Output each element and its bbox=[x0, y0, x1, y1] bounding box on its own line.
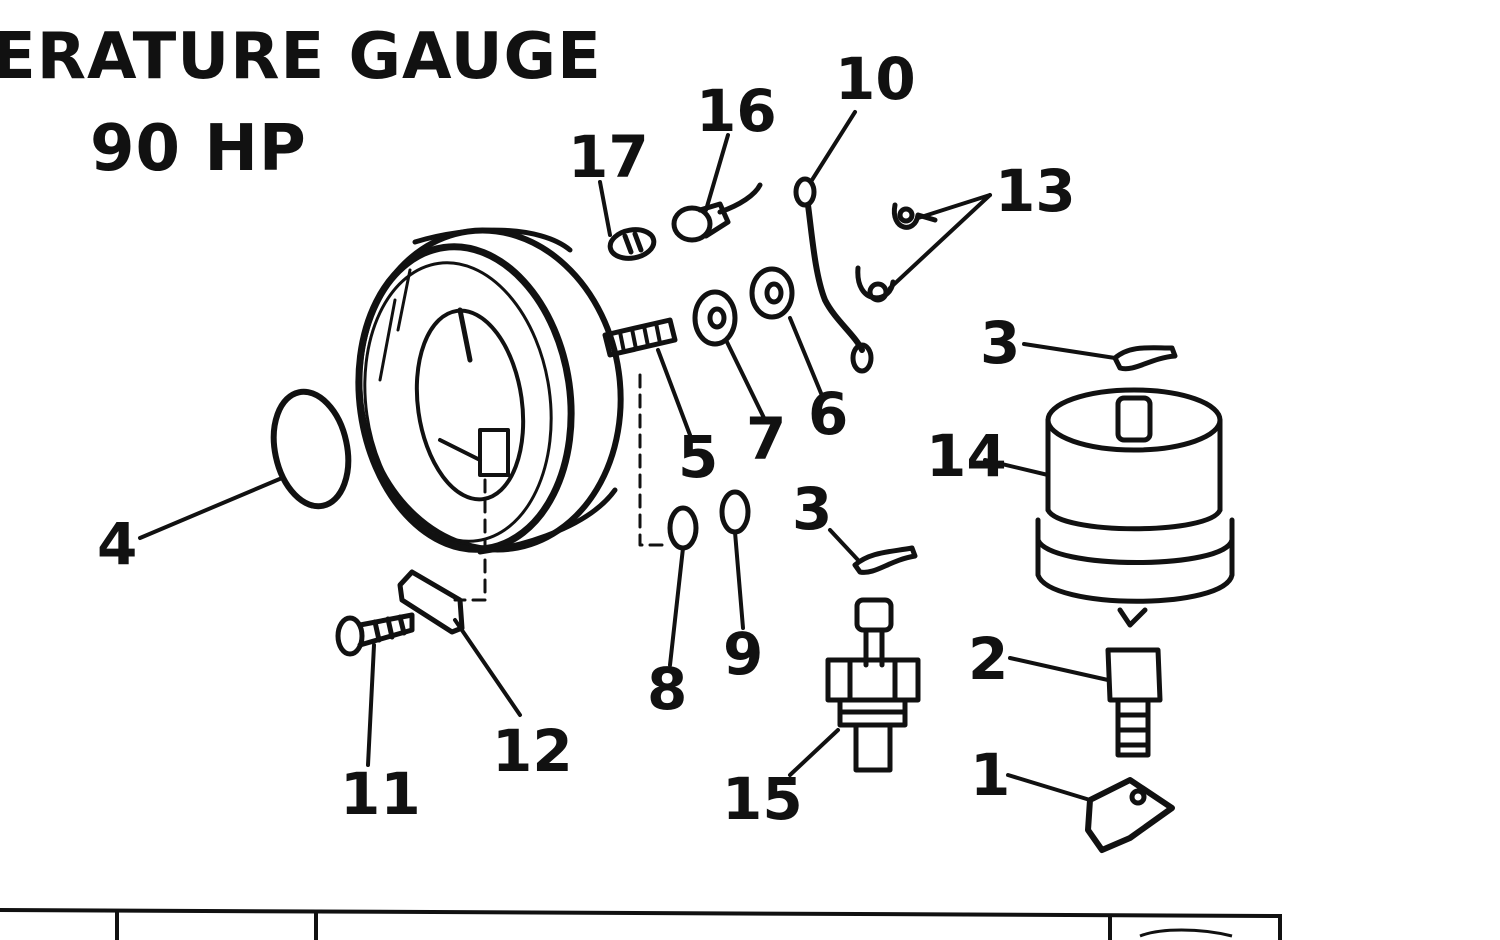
callout-11: 11 bbox=[340, 760, 421, 828]
gauge-body bbox=[355, 227, 667, 602]
callout-5: 5 bbox=[678, 423, 719, 491]
callout-6: 6 bbox=[808, 380, 849, 448]
callout-1: 1 bbox=[970, 741, 1011, 809]
lead-wire-part-10 bbox=[793, 176, 874, 374]
title-line-1: ERATURE GAUGE bbox=[0, 20, 602, 94]
callout-16: 16 bbox=[696, 77, 777, 145]
parts-table-header-strip bbox=[0, 908, 1283, 940]
callout-3-upper: 3 bbox=[980, 309, 1021, 377]
clamp-part-1 bbox=[1085, 777, 1175, 853]
terminal-part-3-lower bbox=[852, 545, 918, 575]
sender-part-14 bbox=[1035, 387, 1235, 628]
callout-4: 4 bbox=[97, 510, 138, 578]
leader-lines bbox=[138, 110, 1117, 802]
callout-13: 13 bbox=[995, 157, 1076, 225]
terminals-part-13 bbox=[855, 202, 938, 303]
screw-part-11 bbox=[335, 612, 415, 657]
stud-part-5 bbox=[602, 317, 678, 358]
callout-15: 15 bbox=[722, 765, 803, 833]
terminal-part-3-upper bbox=[1112, 345, 1178, 372]
ring-part-4 bbox=[270, 388, 352, 510]
callout-14: 14 bbox=[926, 422, 1007, 490]
title-line-2: 90 HP bbox=[90, 112, 307, 186]
callout-9: 9 bbox=[723, 620, 764, 688]
bulb-part-17 bbox=[607, 227, 657, 261]
temp-switch-part-15 bbox=[825, 597, 921, 773]
nut-part-9 bbox=[719, 489, 751, 535]
callout-3-lower: 3 bbox=[792, 475, 833, 543]
plate-part-12 bbox=[397, 569, 465, 635]
socket-part-16 bbox=[671, 182, 763, 243]
callout-12: 12 bbox=[492, 717, 573, 785]
callout-2: 2 bbox=[968, 625, 1009, 693]
washer-part-7 bbox=[692, 289, 738, 347]
washer-part-8 bbox=[667, 505, 699, 551]
callout-7: 7 bbox=[746, 405, 787, 473]
callout-8: 8 bbox=[647, 655, 688, 723]
adaptor-part-2 bbox=[1105, 647, 1163, 758]
nut-part-6 bbox=[749, 266, 795, 320]
callout-10: 10 bbox=[835, 45, 916, 113]
callout-17: 17 bbox=[568, 123, 649, 191]
